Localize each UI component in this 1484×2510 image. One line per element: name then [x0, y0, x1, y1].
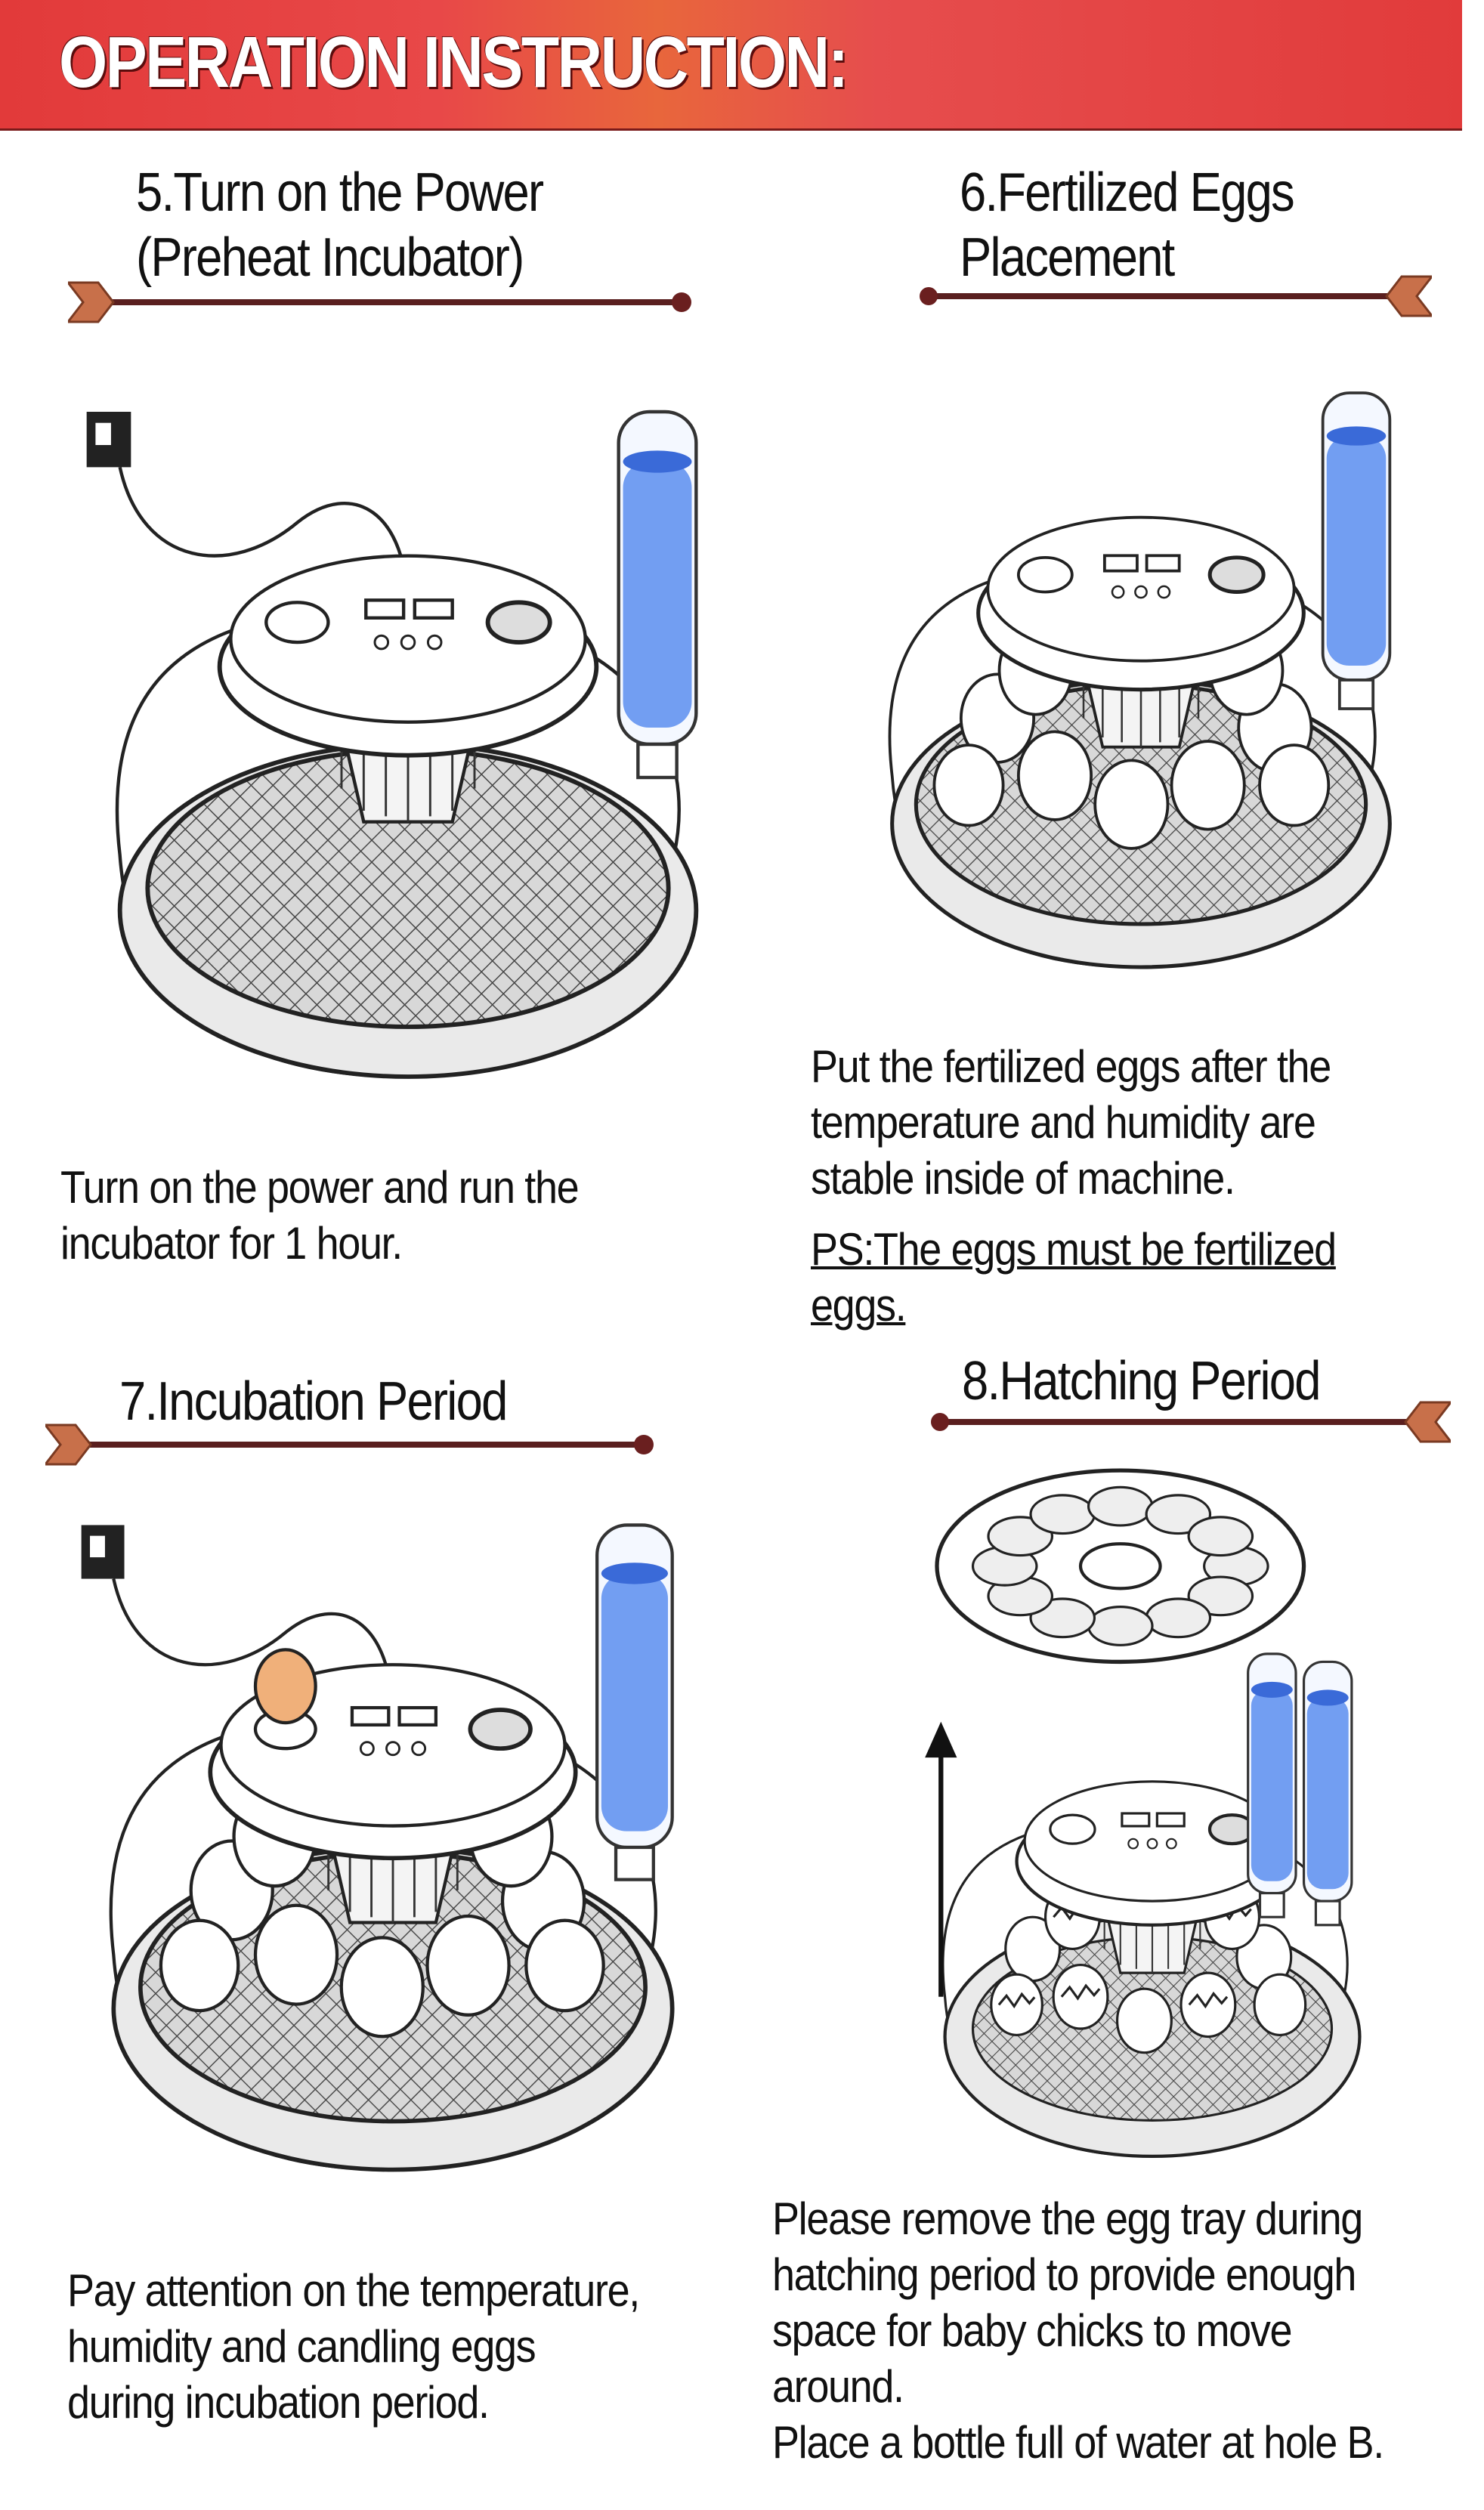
arrow-divider-left [68, 281, 691, 323]
button-icon [1146, 1838, 1158, 1850]
button-icon [1111, 585, 1125, 599]
ps-note-line: eggs. [811, 1280, 907, 1331]
arrow-divider-right [920, 275, 1432, 317]
text-line: humidity and candling eggs [67, 2321, 536, 2372]
button-icon [1127, 1838, 1139, 1850]
egg-icon [1093, 759, 1170, 850]
text-line: temperature and humidity are [811, 1097, 1316, 1148]
incubator-lid [1015, 1780, 1290, 1927]
egg-icon [932, 743, 1005, 827]
egg-icon [524, 1918, 605, 2013]
text-line: Turn on the power and run the [60, 1162, 580, 1213]
incubator-eggs-placed-illustration [854, 332, 1428, 1028]
step-6-title-line: 6.Fertilized Eggs [960, 162, 1295, 223]
step-6-title: 6.Fertilized Eggs Placement [960, 160, 1295, 290]
power-cord [118, 466, 410, 612]
ps-note-line: PS:The eggs must be fertilized [811, 1224, 1337, 1275]
text-line: around. [772, 2361, 904, 2412]
incubator-incubation-illustration [68, 1504, 718, 2191]
text-line: stable inside of machine. [811, 1153, 1235, 1204]
incubator-preheat-illustration [76, 348, 740, 1141]
step-7-title: 7.Incubation Period [119, 1369, 508, 1434]
egg-icon [253, 1648, 317, 1725]
button-icon [373, 634, 390, 651]
text-line: hatching period to provide enough [772, 2249, 1356, 2300]
water-bottle-icon [1247, 1652, 1297, 1918]
button-icon [1165, 1838, 1177, 1850]
button-icon [1134, 585, 1148, 599]
power-cord [112, 1578, 395, 1719]
egg-icon [1253, 1973, 1307, 2037]
text-line: Put the fertilized eggs after the [811, 1041, 1331, 1092]
display-icon [397, 1706, 438, 1727]
water-bottle-icon [1321, 391, 1392, 710]
text-line: incubator for 1 hour. [60, 1218, 403, 1269]
step-5-title-line: (Preheat Incubator) [136, 227, 524, 288]
egg-icon [425, 1914, 511, 2017]
text-line: during incubation period. [67, 2377, 490, 2428]
button-icon [385, 1741, 400, 1757]
incubator-hatching-illustration [876, 1454, 1428, 2172]
step-7-title-line: 7.Incubation Period [119, 1371, 508, 1432]
text-line: space for baby chicks to move [772, 2305, 1293, 2356]
incubator-lid [976, 515, 1306, 692]
button-icon [426, 634, 443, 651]
text-line: Please remove the egg tray during [772, 2193, 1363, 2244]
lifted-egg-tray [935, 1468, 1306, 1665]
arrow-divider-right [931, 1401, 1451, 1443]
step-5-title-line: 5.Turn on the Power [136, 162, 544, 223]
egg-icon [159, 1918, 240, 2013]
display-icon [1155, 1812, 1186, 1828]
step-8-description: Please remove the egg tray during hatchi… [772, 2191, 1384, 2471]
display-icon [1102, 554, 1139, 573]
power-plug-icon [81, 1525, 125, 1579]
power-plug-icon [86, 412, 131, 468]
egg-icon [1170, 740, 1246, 831]
egg-icon [1115, 1987, 1173, 2054]
text-line: Pay attention on the temperature, [67, 2265, 640, 2316]
egg-icon [990, 1973, 1043, 2037]
step-5-title: 5.Turn on the Power (Preheat Incubator) [136, 160, 544, 290]
incubator-lid [217, 554, 599, 758]
egg-icon [1016, 730, 1093, 821]
egg-icon [1179, 1971, 1237, 2039]
egg-icon [1258, 743, 1331, 827]
button-icon [411, 1741, 427, 1757]
water-bottle-icon [617, 410, 698, 780]
egg-icon [253, 1903, 339, 2006]
step-8-title-line: 8.Hatching Period [962, 1351, 1322, 1411]
display-icon [1145, 554, 1181, 573]
egg-icon [339, 1936, 425, 2039]
step-8-title: 8.Hatching Period [962, 1349, 1322, 1414]
button-icon [1157, 585, 1171, 599]
egg-icon [1052, 1963, 1109, 2030]
display-icon [413, 598, 454, 620]
header-banner: OPERATION INSTRUCTION: [0, 0, 1462, 131]
step-7-description: Pay attention on the temperature, humidi… [67, 2263, 640, 2431]
button-icon [400, 634, 416, 651]
step-6-description: Put the fertilized eggs after the temper… [811, 1039, 1337, 1334]
display-icon [1121, 1812, 1151, 1828]
step-6-title-line: Placement [960, 227, 1175, 288]
step-5-description: Turn on the power and run the incubator … [60, 1160, 580, 1272]
text-line: Place a bottle full of water at hole B. [772, 2417, 1384, 2468]
button-icon [359, 1741, 375, 1757]
water-bottle-icon [1302, 1660, 1353, 1927]
display-icon [350, 1706, 391, 1727]
arrow-divider-left [45, 1423, 654, 1466]
page-title: OPERATION INSTRUCTION: [59, 22, 849, 103]
display-icon [364, 598, 406, 620]
water-bottle-icon [595, 1523, 674, 1881]
incubator-lid [208, 1663, 578, 1861]
